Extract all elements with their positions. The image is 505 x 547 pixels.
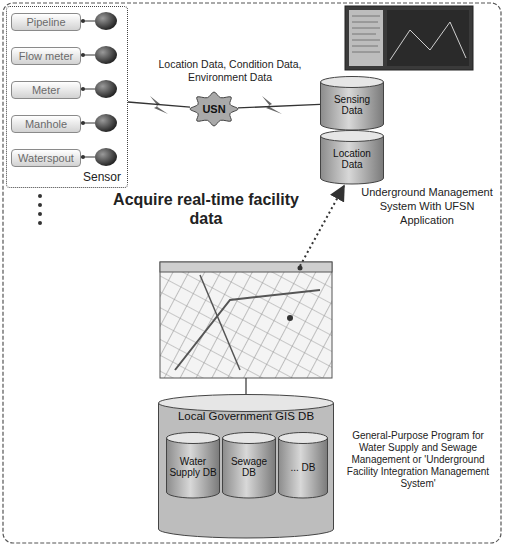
- lead-dot: [81, 53, 85, 57]
- data-arrow: [300, 186, 344, 266]
- node-text: USN: [202, 103, 225, 115]
- flow-caption: Acquire real-time facility data: [108, 190, 304, 228]
- database-cylinder: Water Supply DB: [166, 432, 220, 498]
- note-text: Location Data, Condition Data, Environme…: [140, 58, 320, 83]
- facility-box: Manhole: [11, 115, 81, 133]
- cylinder-top: [321, 131, 384, 142]
- lead-dot: [81, 121, 85, 125]
- facility-box: Pipeline: [11, 13, 81, 31]
- node-text: Sensing Data: [323, 94, 381, 116]
- node-text: Pipeline: [26, 16, 65, 28]
- node-text: Sensor: [83, 170, 121, 184]
- lead-dot: [81, 155, 85, 159]
- network-cloud: USN: [190, 92, 238, 126]
- node-text: Underground Management System With UFSN …: [356, 186, 498, 227]
- monitor-screen: [345, 6, 473, 70]
- outer-border: [3, 3, 501, 543]
- node-text: Manhole: [25, 118, 67, 130]
- city-map: [160, 262, 332, 378]
- network-link: [238, 104, 320, 108]
- node-text: Meter: [32, 84, 60, 96]
- sensor-icon: [95, 114, 117, 132]
- database-cylinder: Local Government GIS DB Water Supply DB Se…: [158, 394, 334, 538]
- wireless-bolt: [262, 96, 282, 114]
- sensor-icon: [95, 12, 117, 30]
- database-cylinder: Sewage DB: [222, 432, 276, 498]
- facility-box: Meter: [11, 81, 81, 99]
- node-text: Flow meter: [19, 50, 73, 62]
- lead-dot: [81, 87, 85, 91]
- lead-dot: [81, 19, 85, 23]
- cylinder-top: [167, 433, 220, 444]
- cylinder-body: [223, 438, 276, 498]
- database-cylinder: ... DB: [278, 432, 328, 498]
- cylinder-body: [321, 82, 384, 130]
- cylinder-body: [167, 438, 220, 498]
- note-text: General-Purpose Program for Water Supply…: [338, 430, 498, 490]
- cylinder-top: [321, 77, 384, 88]
- cylinder-top: [159, 395, 334, 412]
- sensor-group: Sensor PipelineFlow meterMeterManholeWate…: [6, 6, 128, 188]
- cylinder-top: [223, 433, 276, 444]
- database-cylinder: Location Data: [320, 130, 384, 184]
- sensor-icon: [95, 148, 117, 166]
- facility-box: Waterspout: [11, 149, 81, 167]
- cloud-shape: [190, 92, 238, 126]
- facility-box: Flow meter: [11, 47, 81, 65]
- node-text: Local Government GIS DB: [158, 410, 334, 422]
- database-cylinder: Sensing Data: [320, 76, 384, 130]
- cylinder-body: [159, 403, 334, 538]
- node-text: Water Supply DB: [169, 456, 217, 478]
- node-text: ... DB: [290, 462, 315, 473]
- network-link: [128, 102, 190, 107]
- more-dots: [38, 194, 42, 225]
- cylinder-top: [279, 433, 328, 444]
- database-stack: Underground Management System With UFSN …: [318, 74, 498, 232]
- connector-line: [245, 378, 246, 394]
- node-text: Location Data: [323, 148, 381, 170]
- node-text: Sewage DB: [225, 456, 273, 478]
- cylinder-body: [279, 438, 328, 498]
- sensor-icon: [95, 46, 117, 64]
- cylinder-body: [321, 136, 384, 184]
- sensor-icon: [95, 80, 117, 98]
- sensor-icons: [80, 12, 117, 166]
- node-text: Waterspout: [18, 152, 74, 164]
